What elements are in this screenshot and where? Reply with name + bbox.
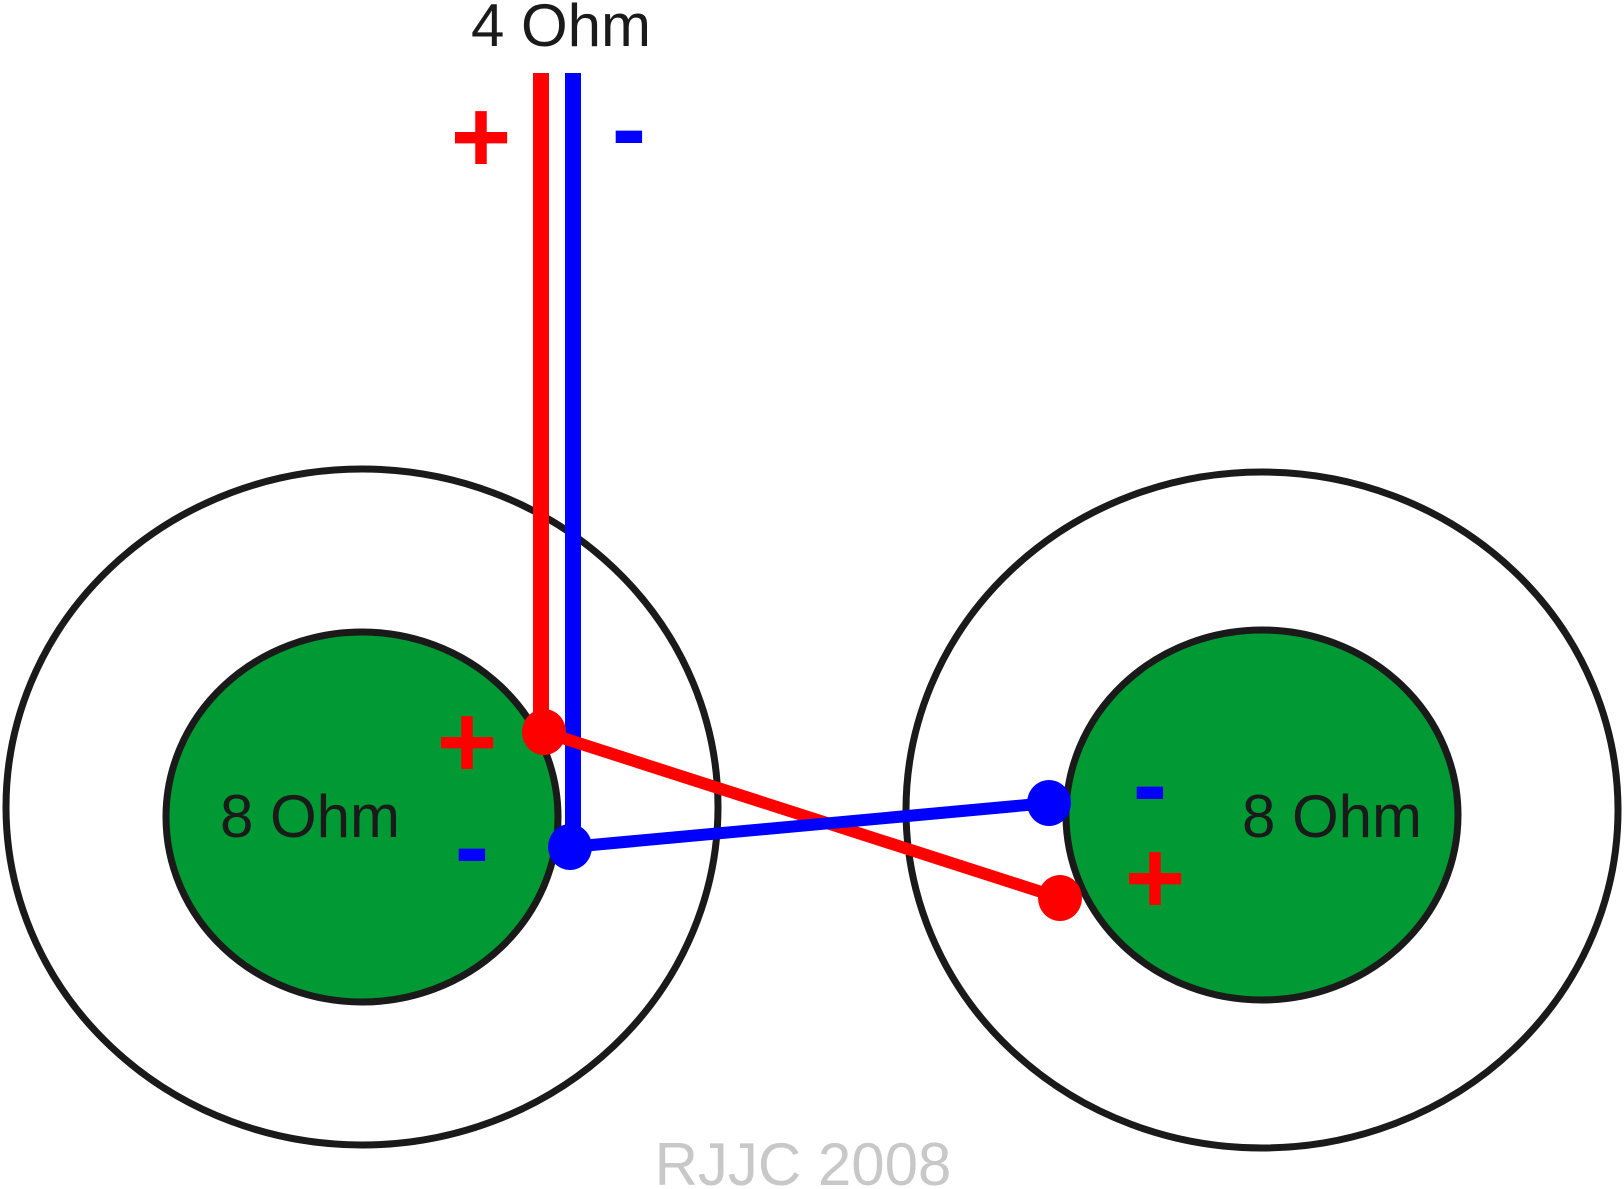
left-speaker-minus-sign: - [455, 789, 490, 905]
left-negative-terminal [548, 824, 592, 870]
title-label: 4 Ohm [471, 0, 651, 59]
right-positive-terminal [1038, 875, 1082, 921]
right-speaker-label: 8 Ohm [1242, 783, 1422, 850]
crossover-wires [542, 726, 1062, 904]
right-speaker-minus-sign: - [1133, 727, 1168, 843]
watermark-text: RJJC 2008 [655, 1131, 952, 1189]
output-plus-sign: + [451, 79, 512, 195]
output-wires [533, 73, 581, 847]
output-minus-sign: - [612, 71, 647, 187]
left-speaker-label: 8 Ohm [220, 783, 400, 850]
left-speaker: 8 Ohm [2, 465, 722, 1149]
right-speaker: 8 Ohm [902, 468, 1622, 1152]
right-negative-terminal [1027, 780, 1071, 826]
positive-link-wire [542, 726, 1062, 904]
negative-link-wire [569, 797, 1050, 853]
left-positive-terminal [522, 709, 566, 755]
left-speaker-plus-sign: + [437, 684, 498, 800]
right-speaker-plus-sign: + [1125, 820, 1186, 936]
terminals [522, 709, 1082, 921]
left-speaker-cone [162, 628, 562, 1006]
